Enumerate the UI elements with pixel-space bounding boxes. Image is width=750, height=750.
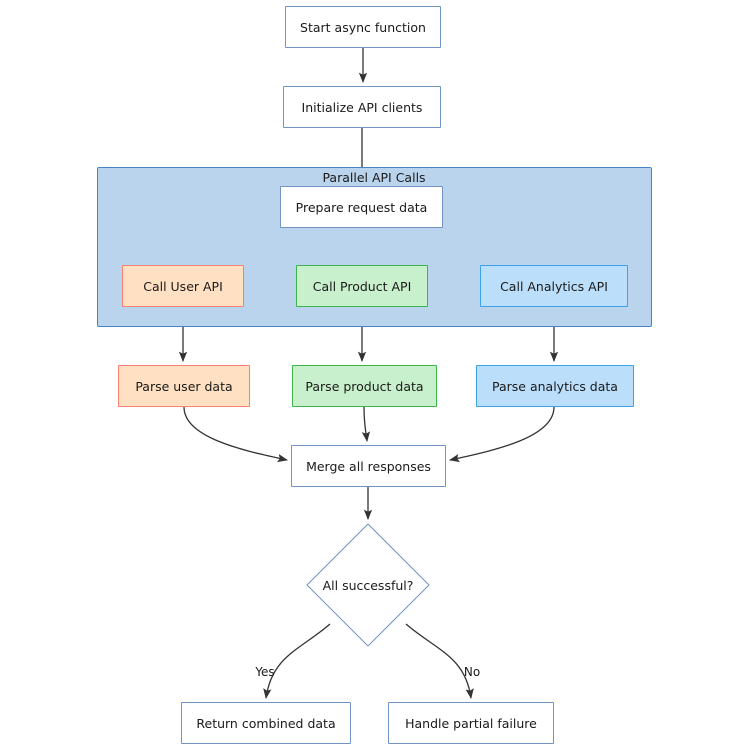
edge-parse-user-data-to-merge (183, 406, 289, 463)
node-label-merge: Merge all responses (306, 458, 431, 474)
node-failure[interactable]: Handle partial failure (388, 702, 554, 744)
node-label-start: Start async function (300, 19, 426, 35)
edge-label-no: No (463, 665, 481, 679)
node-anaapi[interactable]: Call Analytics API (480, 265, 628, 307)
node-label-anaapi: Call Analytics API (500, 278, 608, 294)
subgraph-title: Parallel API Calls (322, 170, 426, 185)
edge-parse-analytics-data-to-merge (448, 406, 555, 463)
node-parseana[interactable]: Parse analytics data (476, 365, 634, 407)
node-label-failure: Handle partial failure (405, 715, 537, 731)
node-label-parseuser: Parse user data (135, 378, 233, 394)
node-merge[interactable]: Merge all responses (291, 445, 446, 487)
node-label-parseana: Parse analytics data (492, 378, 618, 394)
node-init[interactable]: Initialize API clients (283, 86, 441, 128)
node-success[interactable]: Return combined data (181, 702, 351, 744)
node-label-prodapi: Call Product API (312, 278, 412, 294)
node-prepare[interactable]: Prepare request data (280, 186, 443, 228)
edge-parse-product-data-to-merge (361, 406, 371, 443)
node-parseprod[interactable]: Parse product data (292, 365, 437, 407)
node-start[interactable]: Start async function (285, 6, 441, 48)
node-userapi[interactable]: Call User API (122, 265, 244, 307)
node-decide[interactable]: All successful? (306, 523, 430, 647)
node-label-userapi: Call User API (143, 278, 223, 294)
node-label-init: Initialize API clients (301, 99, 423, 115)
node-label-success: Return combined data (196, 715, 336, 731)
diamond-shape (306, 523, 430, 647)
edge-label-yes: Yes (255, 665, 275, 679)
edge-decision-to-handle-partial-failure (405, 623, 474, 700)
edge-decision-to-return-combined-data (263, 623, 331, 700)
node-label-prepare: Prepare request data (295, 199, 428, 215)
node-label-parseprod: Parse product data (305, 378, 424, 394)
node-parseuser[interactable]: Parse user data (118, 365, 250, 407)
node-label-decide: All successful? (322, 577, 414, 593)
node-prodapi[interactable]: Call Product API (296, 265, 428, 307)
